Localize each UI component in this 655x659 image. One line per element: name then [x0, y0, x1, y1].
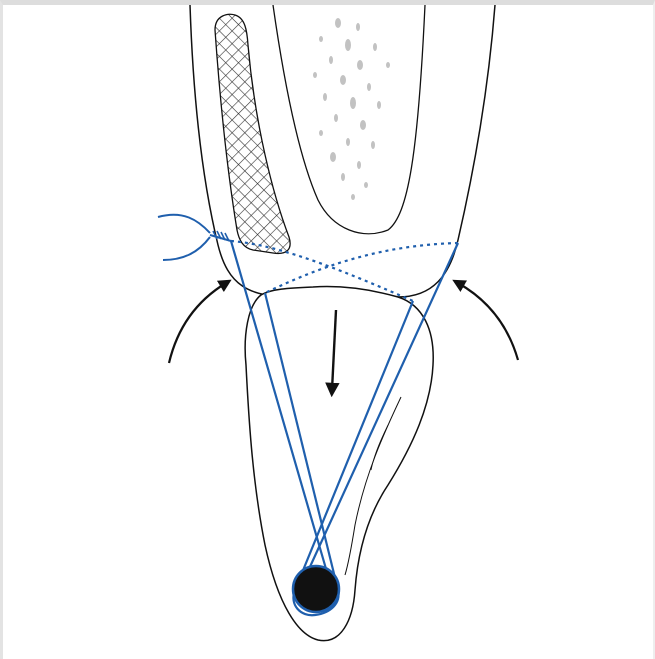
fracture-fixation-diagram [3, 5, 653, 659]
curved-arrow-right-icon [458, 283, 518, 360]
bone-shaft [190, 5, 495, 297]
suture-dotted-crossing-b [265, 243, 458, 293]
curved-arrow-left-icon [169, 283, 226, 363]
suture-tail-upper [158, 215, 210, 233]
cross-hatched-implant-icon [215, 14, 290, 253]
medullary-canal-speckle-icon [313, 18, 390, 200]
anchor-dot-icon [293, 566, 339, 612]
suture-tail-lower [163, 237, 210, 260]
medullary-canal [273, 5, 425, 234]
